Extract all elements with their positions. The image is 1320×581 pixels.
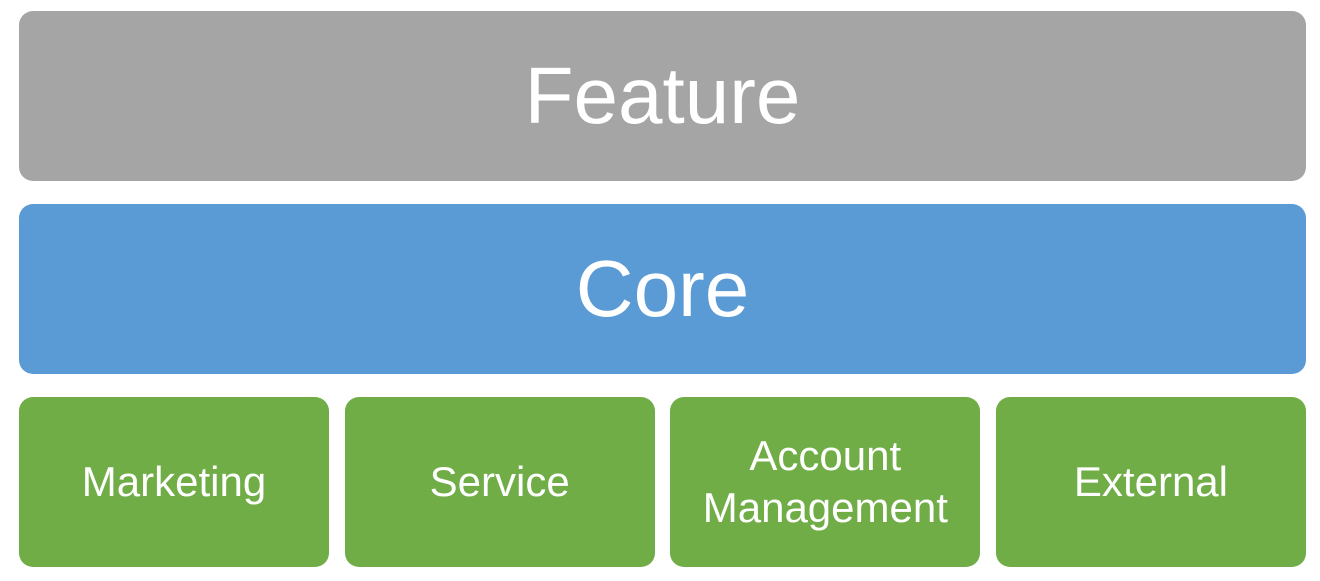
feature-layer: Feature bbox=[19, 11, 1306, 181]
core-layer-label: Core bbox=[575, 244, 750, 333]
service-label: Service bbox=[429, 458, 570, 505]
foundation-row: Marketing Service Account Management Ext… bbox=[19, 397, 1306, 567]
account-management-box: Account Management bbox=[670, 397, 981, 567]
service-box: Service bbox=[344, 397, 655, 567]
marketing-box: Marketing bbox=[19, 397, 329, 567]
core-layer: Core bbox=[19, 204, 1306, 374]
account-management-label: Account Management bbox=[702, 432, 948, 531]
external-label: External bbox=[1073, 458, 1228, 505]
feature-layer-label: Feature bbox=[524, 51, 801, 140]
external-box: External bbox=[995, 397, 1306, 567]
marketing-label: Marketing bbox=[81, 458, 267, 505]
